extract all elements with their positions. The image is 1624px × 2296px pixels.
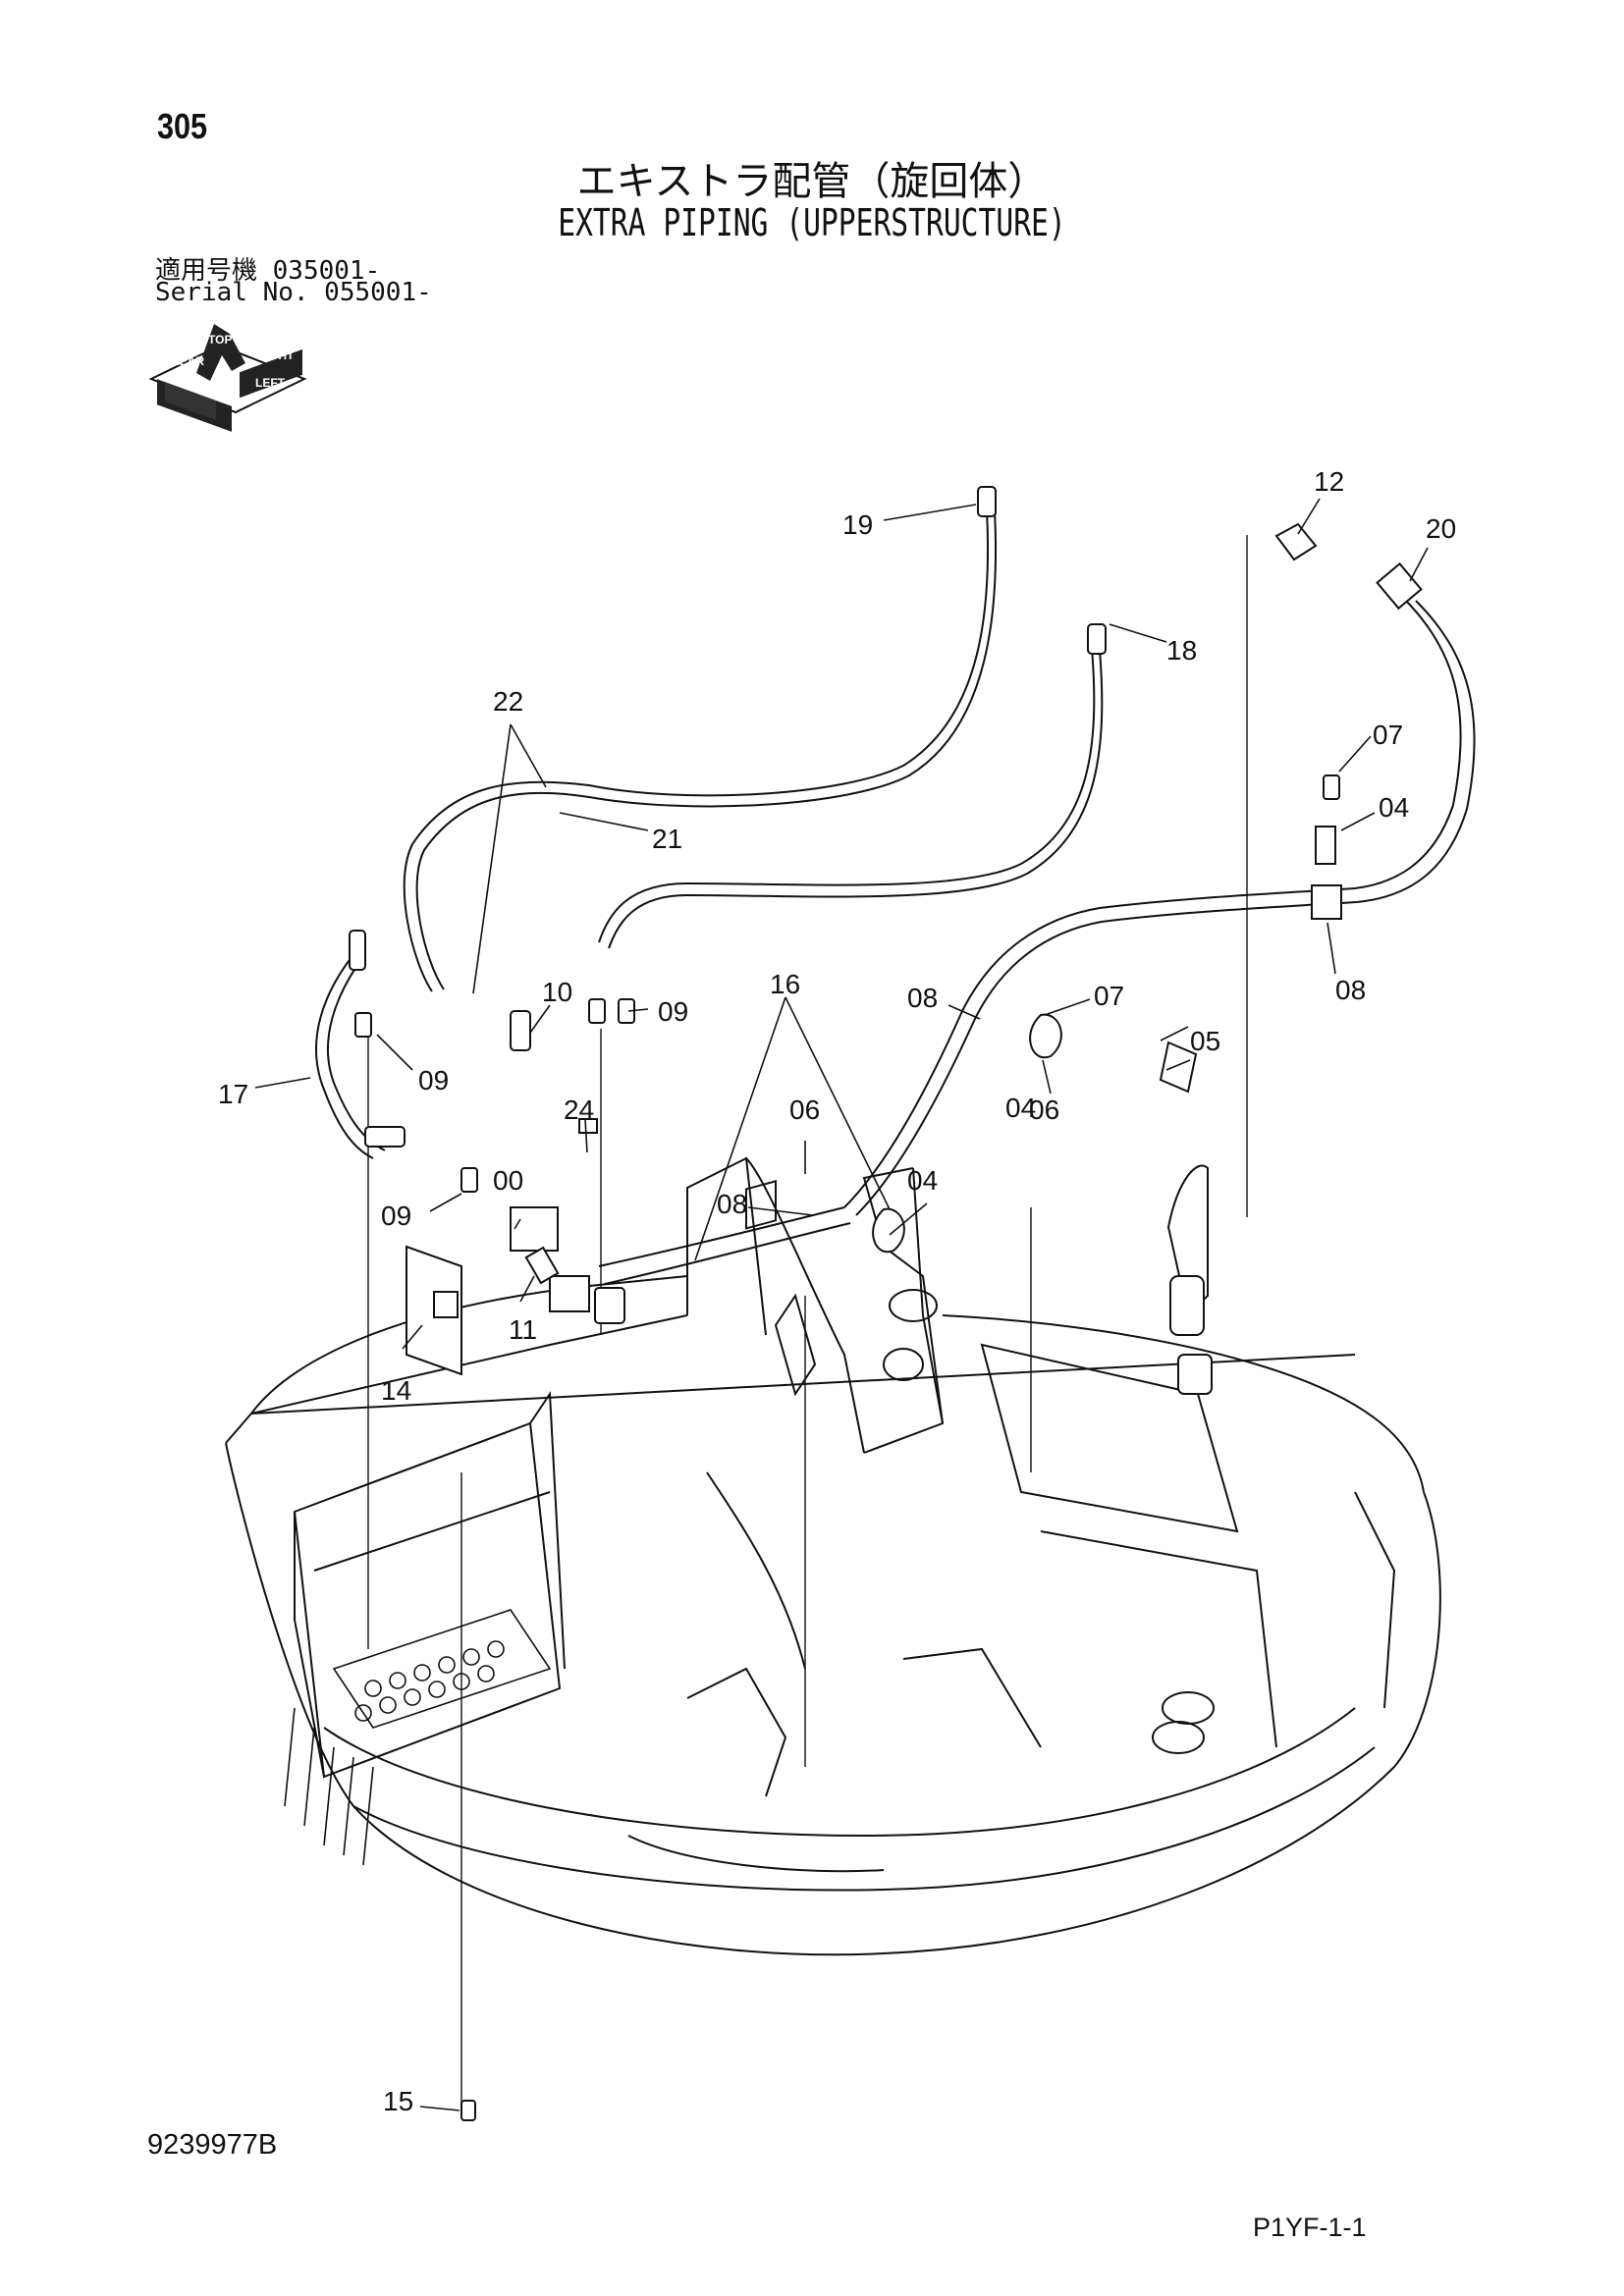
callout-08-lower: 08 (717, 1189, 747, 1219)
leader-lines (254, 498, 1429, 2111)
callout-00: 00 (493, 1165, 523, 1196)
callout-06-right: 06 (1029, 1095, 1059, 1125)
callout-08-mid: 08 (907, 983, 938, 1013)
callout-19: 19 (842, 509, 873, 540)
orient-top: TOP (208, 333, 232, 347)
title-english: EXTRA PIPING (UPPERSTRUCTURE) (558, 201, 1066, 244)
callout-21: 21 (652, 824, 682, 854)
callout-20: 20 (1426, 513, 1456, 544)
callout-09-top: 09 (658, 996, 688, 1027)
callout-14: 14 (381, 1375, 411, 1406)
orientation-indicator: FRONT TOP RIGHT REAR LEFT (148, 324, 307, 432)
callout-05: 05 (1190, 1026, 1220, 1056)
title-japanese: エキストラ配管（旋回体） (576, 159, 1048, 204)
serial-number: Serial No. 055001- (155, 278, 432, 307)
callout-04-top: 04 (1379, 792, 1409, 823)
callout-04-lower: 04 (907, 1165, 938, 1196)
applicable-serial-jp: 適用号機 035001- (155, 256, 381, 286)
orient-left: LEFT (255, 376, 286, 390)
callout-07-mid: 07 (1094, 981, 1124, 1011)
hoses (315, 509, 1476, 2110)
callout-12: 12 (1314, 466, 1344, 497)
orient-right: RIGHT (257, 348, 295, 362)
callout-04-right: 04 (1005, 1093, 1036, 1123)
components (349, 486, 1423, 2121)
callout-15: 15 (383, 2086, 413, 2116)
callout-11: 11 (509, 1314, 537, 1345)
callout-09-lower: 09 (381, 1201, 411, 1231)
callout-17: 17 (218, 1079, 248, 1109)
callout-18: 18 (1166, 635, 1197, 666)
callout-24: 24 (564, 1095, 594, 1125)
callout-08-right: 08 (1335, 975, 1366, 1005)
callout-labels: 19 12 20 18 22 21 07 04 08 16 10 09 08 0… (218, 466, 1456, 2116)
sheet-code: P1YF-1-1 (1253, 2213, 1367, 2242)
callout-09-left: 09 (418, 1065, 449, 1095)
callout-06-mid: 06 (789, 1095, 820, 1125)
drawing-code: 9239977B (147, 2129, 278, 2161)
callout-16: 16 (770, 969, 800, 999)
callout-10: 10 (542, 977, 572, 1007)
callout-07-top: 07 (1373, 720, 1403, 750)
orient-rear: REAR (171, 354, 204, 368)
callout-22: 22 (493, 686, 523, 717)
upperstructure-frame (225, 1156, 1441, 1956)
orient-front: FRONT (169, 327, 210, 341)
page-number: 305 (157, 106, 208, 146)
